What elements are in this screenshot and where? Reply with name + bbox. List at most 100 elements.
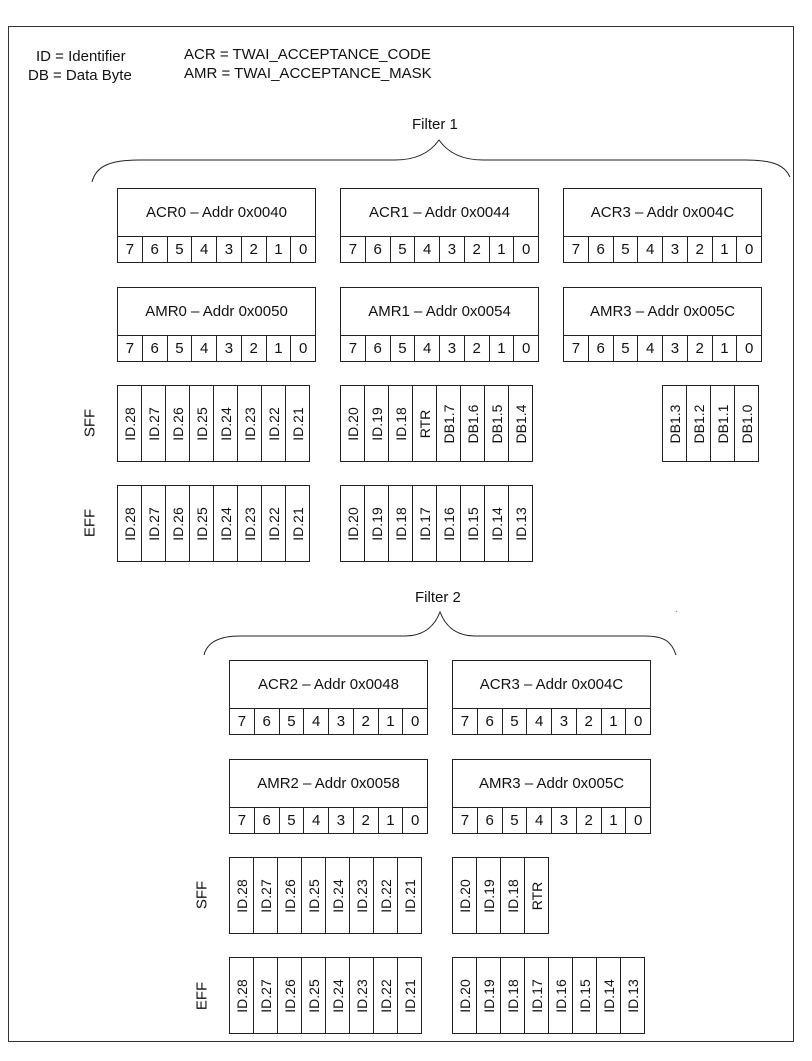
bit-1: 1 [490,237,515,262]
bit-7: 7 [564,336,589,361]
bit-field: DB1.2 [686,385,711,462]
bit-0: 0 [410,713,420,730]
bit-4: 4 [527,808,552,833]
register-title: ACR0 – Addr 0x0040 [118,189,315,237]
bit-5: 5 [168,237,193,262]
bit-field: ID.18 [500,957,525,1034]
bit-1: 1 [379,709,404,734]
bit-field: ID.20 [452,957,477,1034]
bit-field: DB1.4 [508,385,533,462]
bit-field: ID.22 [373,957,398,1034]
bit-1: 1 [379,808,404,833]
bit-5: 5 [168,336,193,361]
filter1-sff-byte3: DB1.3 DB1.2 DB1.1 DB1.0 [662,385,759,462]
bit-6: 6 [143,336,168,361]
legend-acr: ACR = TWAI_ACCEPTANCE_CODE [184,46,431,63]
bit-4: 4 [192,336,217,361]
bit-field: RTR [524,857,549,934]
bit-2: 2 [688,237,713,262]
bit-1: 1 [713,237,738,262]
bit-2: 2 [465,237,490,262]
bit-0: 0 [744,340,754,357]
bit-field: ID.16 [548,957,573,1034]
bit-3: 3 [440,237,465,262]
bit-field: ID.24 [213,385,238,462]
filter2-title: Filter 2 [415,589,461,606]
register-title: AMR2 – Addr 0x0058 [230,760,427,808]
bit-3: 3 [217,237,242,262]
bit-field: ID.17 [524,957,549,1034]
filter2-eff-byte3: ID.20 ID.19 ID.18 ID.17 ID.16 ID.15 ID.1… [452,957,645,1034]
bit-field: DB1.0 [734,385,759,462]
bit-row: 7 6 5 4 3 2 1 0 [453,808,650,833]
filter2-eff-label: EFF [193,981,211,1011]
bit-field: ID.22 [373,857,398,934]
bit-2: 2 [577,808,602,833]
filter1-sff-byte0: ID.28 ID.27 ID.26 ID.25 ID.24 ID.23 ID.2… [117,385,310,462]
bit-field: ID.23 [237,385,262,462]
bit-6: 6 [366,336,391,361]
bit-3: 3 [329,709,354,734]
bit-7: 7 [564,237,589,262]
bit-row: 7 6 5 4 3 2 1 0 [230,709,427,734]
bit-2: 2 [242,336,267,361]
bit-6: 6 [589,237,614,262]
bit-field: ID.24 [325,857,350,934]
register-title: AMR3 – Addr 0x005C [453,760,650,808]
bit-7: 7 [453,808,478,833]
filter1-title: Filter 1 [412,116,458,133]
bit-field: ID.19 [364,485,389,562]
bit-row: 7 6 5 4 3 2 1 0 [453,709,650,734]
bit-5: 5 [280,808,305,833]
filter1-eff-byte1: ID.20 ID.19 ID.18 ID.17 ID.16 ID.15 ID.1… [340,485,533,562]
bit-3: 3 [663,336,688,361]
bit-2: 2 [354,709,379,734]
register-title: ACR1 – Addr 0x0044 [341,189,538,237]
bit-6: 6 [143,237,168,262]
bit-row: 7 6 5 4 3 2 1 0 [564,336,761,361]
bit-6: 6 [255,709,280,734]
bit-7: 7 [341,336,366,361]
legend-amr: AMR = TWAI_ACCEPTANCE_MASK [184,65,432,82]
bit-3: 3 [552,808,577,833]
bit-row: 7 6 5 4 3 2 1 0 [118,336,315,361]
legend-id: ID = Identifier [36,48,126,65]
bit-0: 0 [521,241,531,258]
bit-row: 7 6 5 4 3 2 1 0 [230,808,427,833]
bit-field: ID.27 [253,957,278,1034]
bit-4: 4 [638,237,663,262]
bit-1: 1 [602,709,627,734]
bit-4: 4 [527,709,552,734]
bit-1: 1 [602,808,627,833]
filter1-brace [91,139,791,183]
bit-field: ID.19 [476,957,501,1034]
filter1-sff-byte1: ID.20 ID.19 ID.18 RTR DB1.7 DB1.6 DB1.5 … [340,385,533,462]
bit-6: 6 [478,808,503,833]
bit-0: 0 [633,812,643,829]
legend-db: DB = Data Byte [28,67,132,84]
bit-7: 7 [453,709,478,734]
bit-0: 0 [298,241,308,258]
bit-field: ID.20 [340,385,365,462]
bit-5: 5 [503,709,528,734]
register-title: AMR1 – Addr 0x0054 [341,288,538,336]
bit-1: 1 [713,336,738,361]
filter2-sff-byte3: ID.20 ID.19 ID.18 RTR [452,857,549,934]
bit-row: 7 6 5 4 3 2 1 0 [564,237,761,262]
filter1-acr0-register: ACR0 – Addr 0x0040 7 6 5 4 3 2 1 0 [117,188,316,263]
filter2-sff-byte2: ID.28 ID.27 ID.26 ID.25 ID.24 ID.23 ID.2… [229,857,422,934]
bit-field: DB1.7 [436,385,461,462]
bit-0: 0 [744,241,754,258]
bit-3: 3 [329,808,354,833]
bit-3: 3 [552,709,577,734]
bit-5: 5 [614,336,639,361]
bit-field: ID.14 [596,957,621,1034]
filter1-amr3-register: AMR3 – Addr 0x005C 7 6 5 4 3 2 1 0 [563,287,762,362]
bit-field: ID.23 [349,857,374,934]
bit-6: 6 [366,237,391,262]
bit-field: ID.19 [476,857,501,934]
filter2-amr3-register: AMR3 – Addr 0x005C 7 6 5 4 3 2 1 0 [452,759,651,834]
bit-4: 4 [192,237,217,262]
bit-field: ID.25 [301,857,326,934]
bit-3: 3 [217,336,242,361]
